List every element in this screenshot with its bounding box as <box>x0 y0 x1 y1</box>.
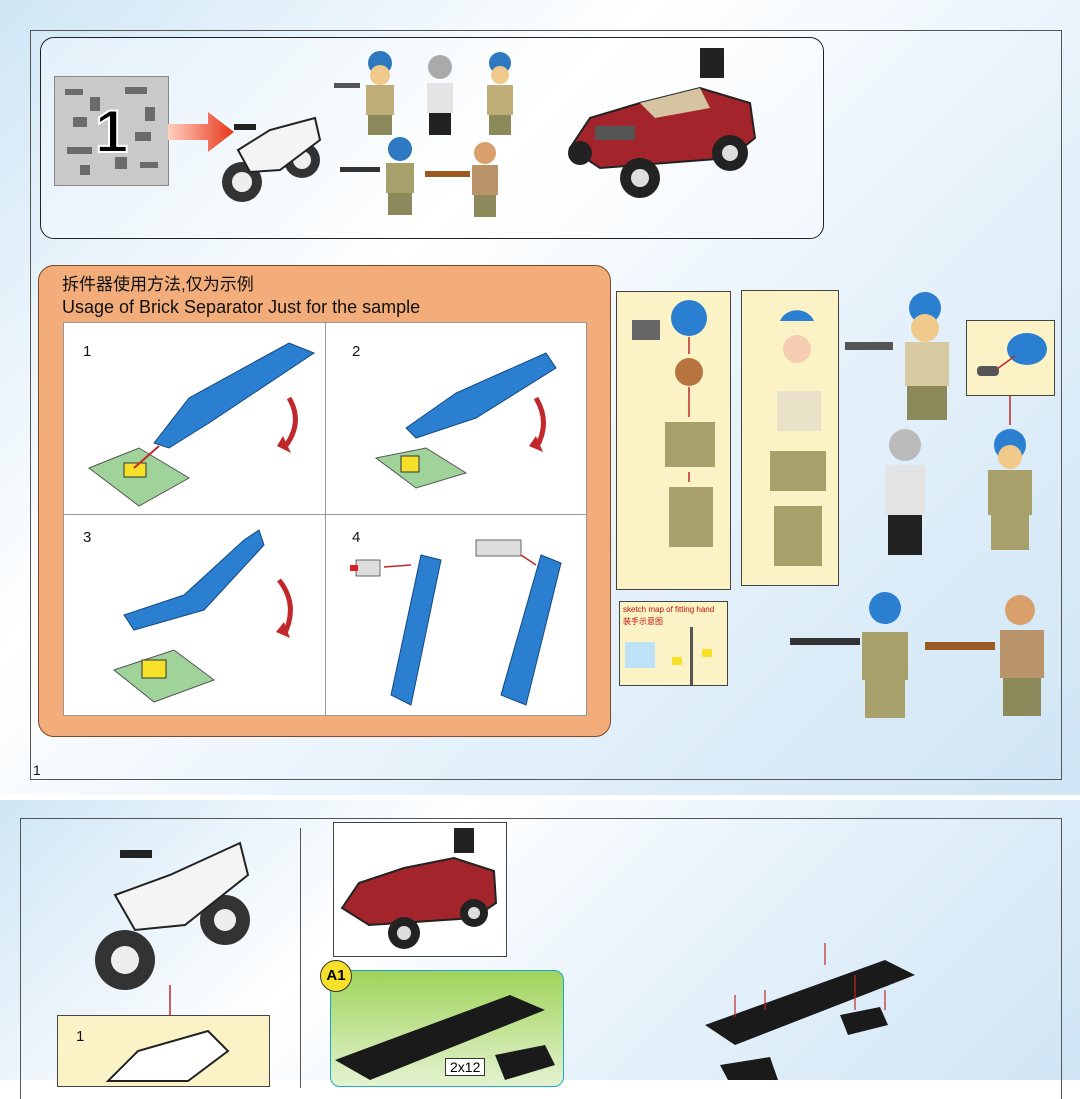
step-number: 1 <box>76 1028 85 1045</box>
minifig-5 <box>425 142 498 217</box>
fitting-hand-panel: sketch map of fitting hand 装手示意图 <box>619 601 728 686</box>
fitting-title-cn: 装手示意图 <box>623 617 663 626</box>
part-size-label: 2x12 <box>445 1058 486 1076</box>
minifig-assembly-panel <box>741 290 839 586</box>
minifigures-group <box>334 51 513 217</box>
minifig-1 <box>334 51 394 135</box>
parts-bag: 1 <box>54 76 169 186</box>
motorcycle-image <box>222 116 322 202</box>
arrow-right-icon <box>168 112 234 152</box>
separator-step-1-illustration <box>87 342 316 507</box>
separator-step-cell: 2 <box>325 322 587 516</box>
separator-step-4-illustration <box>350 539 562 706</box>
step-number: 3 <box>83 529 92 546</box>
vehicle-image <box>568 48 757 198</box>
bag-number: 1 <box>94 97 129 166</box>
minifig-assembly-panel <box>616 291 731 590</box>
separator-title-en: Usage of Brick Separator Just for the sa… <box>62 297 421 317</box>
page-frame <box>30 30 1062 780</box>
assembly-step-illustration <box>705 943 915 1080</box>
step-panel: 1 <box>57 1015 270 1087</box>
minifig-pair-image <box>885 395 1032 555</box>
fitting-hand-illustration <box>625 627 712 685</box>
minifig-assembly-1-illustration <box>632 300 715 547</box>
instruction-page-1: 1 <box>0 0 1080 795</box>
step-number: 4 <box>352 529 361 546</box>
motorcycle-image <box>95 841 250 1017</box>
instruction-page-2: 1 A1 2x12 <box>0 800 1080 1099</box>
separator-step-2-illustration <box>374 352 557 489</box>
separator-step-cell: 4 <box>325 514 587 716</box>
minifig-soldier-image <box>845 292 949 420</box>
page-number: 1 <box>33 762 41 778</box>
minifig-4 <box>340 137 414 215</box>
separator-step-cell: 1 <box>63 322 327 516</box>
helmet-assembly-panel <box>966 320 1055 396</box>
vehicle-preview-image <box>340 828 498 949</box>
minifig-assembly-2-illustration <box>770 310 826 566</box>
bag-parts-icon <box>65 87 158 175</box>
minifig-armed-pair-image <box>790 592 1044 718</box>
seat-part-illustration <box>105 1029 230 1082</box>
separator-title-cn: 拆件器使用方法,仅为示例 <box>62 275 254 294</box>
separator-step-cell: 3 <box>63 514 327 716</box>
step-number: 1 <box>83 343 92 360</box>
minifig-2 <box>427 55 453 135</box>
separator-step-3-illustration <box>112 529 293 703</box>
model-preview <box>333 822 507 957</box>
minifig-3 <box>487 52 513 135</box>
page-frame <box>20 818 1062 1099</box>
section-label: A1 <box>320 960 352 992</box>
helmet-goggles-illustration <box>977 333 1047 376</box>
divider <box>300 828 301 1088</box>
step-number: 2 <box>352 343 361 360</box>
fitting-title-en: sketch map of fitting hand <box>623 605 715 614</box>
plate-parts-illustration <box>335 995 555 1080</box>
